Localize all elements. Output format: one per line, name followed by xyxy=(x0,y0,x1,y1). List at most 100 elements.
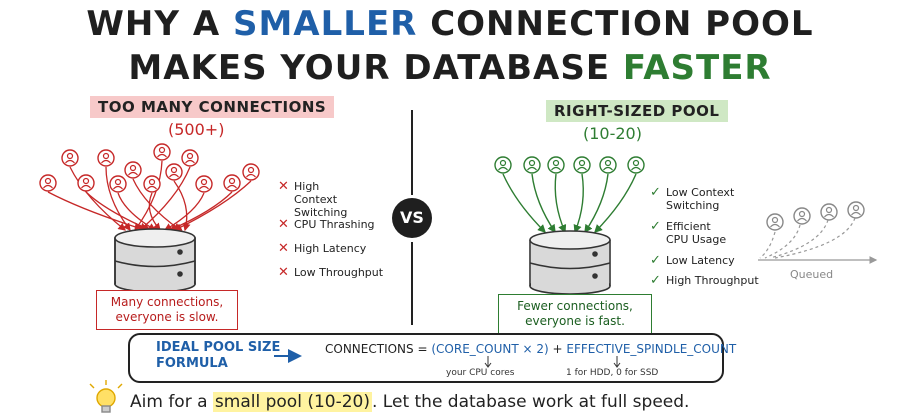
x-icon: ✕ xyxy=(278,241,289,256)
user-icon xyxy=(573,156,591,174)
benefit-text: High Throughput xyxy=(666,274,759,287)
formula-title-line: FORMULA xyxy=(156,356,228,371)
queued-arrows xyxy=(759,217,856,259)
problem-item: ✕ Low Throughput xyxy=(278,266,383,279)
user-icon xyxy=(109,175,127,193)
problem-text: CPU Thrashing xyxy=(294,218,375,231)
connection-arrow xyxy=(594,173,637,233)
formula-note-cores: your CPU cores xyxy=(446,368,515,378)
user-icon xyxy=(124,161,142,179)
connection-arrow xyxy=(132,178,182,231)
connection-arrow xyxy=(573,173,584,234)
formula-lhs: CONNECTIONS = xyxy=(325,342,428,356)
formula-note-spindle: 1 for HDD, 0 for SSD xyxy=(566,368,659,378)
left-caption: Many connections, everyone is slow. xyxy=(96,290,238,330)
connection-arrow xyxy=(584,173,609,234)
benefit-item: ✓ High Throughput xyxy=(650,274,759,287)
right-connection-arrows xyxy=(502,173,637,234)
title-line-2: MAKES YOUR DATABASE FASTER xyxy=(0,48,900,88)
title-text: CONNECTION POOL xyxy=(417,4,814,44)
user-icon xyxy=(61,149,79,167)
user-icon xyxy=(195,175,213,193)
check-icon: ✓ xyxy=(650,219,661,234)
formula-plus: + xyxy=(552,342,563,356)
formula-title: IDEAL POOL SIZE FORMULA xyxy=(156,340,280,372)
connection-arrow xyxy=(117,192,157,231)
user-icon xyxy=(547,156,565,174)
benefit-item: ✓ Efficient CPU Usage xyxy=(650,220,736,246)
user-icon xyxy=(847,201,865,219)
vs-badge: VS xyxy=(392,198,432,238)
formula-expression: CONNECTIONS = (CORE_COUNT × 2) + EFFECTI… xyxy=(325,342,736,356)
check-icon: ✓ xyxy=(650,273,661,288)
user-icon xyxy=(39,174,57,192)
user-icon xyxy=(766,213,784,231)
connection-arrow xyxy=(85,191,152,232)
connection-arrow xyxy=(173,180,191,232)
left-banner: TOO MANY CONNECTIONS xyxy=(90,96,335,118)
note-arrowhead-spindle xyxy=(613,362,621,368)
benefits-list: ✓ Low Context Switching ✓ Efficient CPU Us… xyxy=(650,186,770,287)
user-icon xyxy=(523,156,541,174)
user-icon xyxy=(223,174,241,192)
x-icon: ✕ xyxy=(278,217,289,232)
bottom-message: Aim for a small pool (10-20). Let the da… xyxy=(130,392,689,412)
connection-arrow xyxy=(69,166,127,231)
user-icon xyxy=(494,156,512,174)
caption-line: Fewer connections, xyxy=(517,299,633,313)
benefit-item: ✓ Low Context Switching xyxy=(650,186,736,212)
lightbulb-icon xyxy=(89,380,123,413)
connection-arrow xyxy=(47,191,147,232)
user-icon xyxy=(793,207,811,225)
benefit-item: ✓ Low Latency xyxy=(650,254,735,267)
right-banner: RIGHT-SIZED POOL xyxy=(546,100,728,122)
problem-item: ✕ High Context Switching xyxy=(278,180,364,219)
x-icon: ✕ xyxy=(278,265,289,280)
benefit-text: Efficient CPU Usage xyxy=(666,220,727,246)
x-icon: ✕ xyxy=(278,179,289,194)
formula-term-spindle: EFFECTIVE_SPINDLE_COUNT xyxy=(566,342,737,356)
title-accent-faster: FASTER xyxy=(622,48,772,88)
user-icon xyxy=(153,143,171,161)
problem-text: Low Throughput xyxy=(294,266,384,279)
formula-term-cores: (CORE_COUNT × 2) xyxy=(431,342,549,356)
benefit-text: Low Context Switching xyxy=(666,186,735,212)
user-icon xyxy=(77,174,95,192)
benefit-text: Low Latency xyxy=(666,254,735,267)
user-icon xyxy=(165,163,183,181)
user-icon xyxy=(820,203,838,221)
title-accent-smaller: SMALLER xyxy=(232,4,418,44)
problem-text: High Context Switching xyxy=(294,180,348,219)
formula-title-line: IDEAL POOL SIZE xyxy=(156,340,281,355)
note-arrowhead-cores xyxy=(484,362,492,368)
left-users xyxy=(39,143,260,193)
check-icon: ✓ xyxy=(650,253,661,268)
caption-line: Many connections, xyxy=(110,295,224,309)
queued-users xyxy=(766,201,865,231)
user-icon xyxy=(181,149,199,167)
formula-box xyxy=(128,333,724,383)
problems-list: ✕ High Context Switching ✕ CPU Thrashing ✕… xyxy=(278,180,398,280)
connection-arrow xyxy=(554,173,567,234)
connection-arrow xyxy=(502,173,546,233)
connection-arrow xyxy=(531,173,556,234)
title-line-1: WHY A SMALLER CONNECTION POOL xyxy=(0,4,900,44)
check-icon: ✓ xyxy=(650,185,661,200)
title-text: WHY A xyxy=(86,4,233,44)
user-icon xyxy=(97,149,115,167)
problem-item: ✕ CPU Thrashing xyxy=(278,218,375,231)
right-count: (10-20) xyxy=(583,124,642,143)
right-caption: Fewer connections, everyone is fast. xyxy=(498,294,652,334)
bottom-text: Aim for a xyxy=(130,392,213,412)
caption-line: everyone is slow. xyxy=(115,310,219,324)
right-database-icon xyxy=(529,230,611,295)
left-count: (500+) xyxy=(168,120,225,139)
caption-line: everyone is fast. xyxy=(525,314,625,328)
connection-arrow xyxy=(148,192,161,231)
left-database-icon xyxy=(114,228,196,293)
queued-label: Queued xyxy=(790,268,834,281)
connection-arrow xyxy=(139,166,191,231)
right-users xyxy=(494,156,645,174)
problem-item: ✕High Latency xyxy=(278,242,366,255)
